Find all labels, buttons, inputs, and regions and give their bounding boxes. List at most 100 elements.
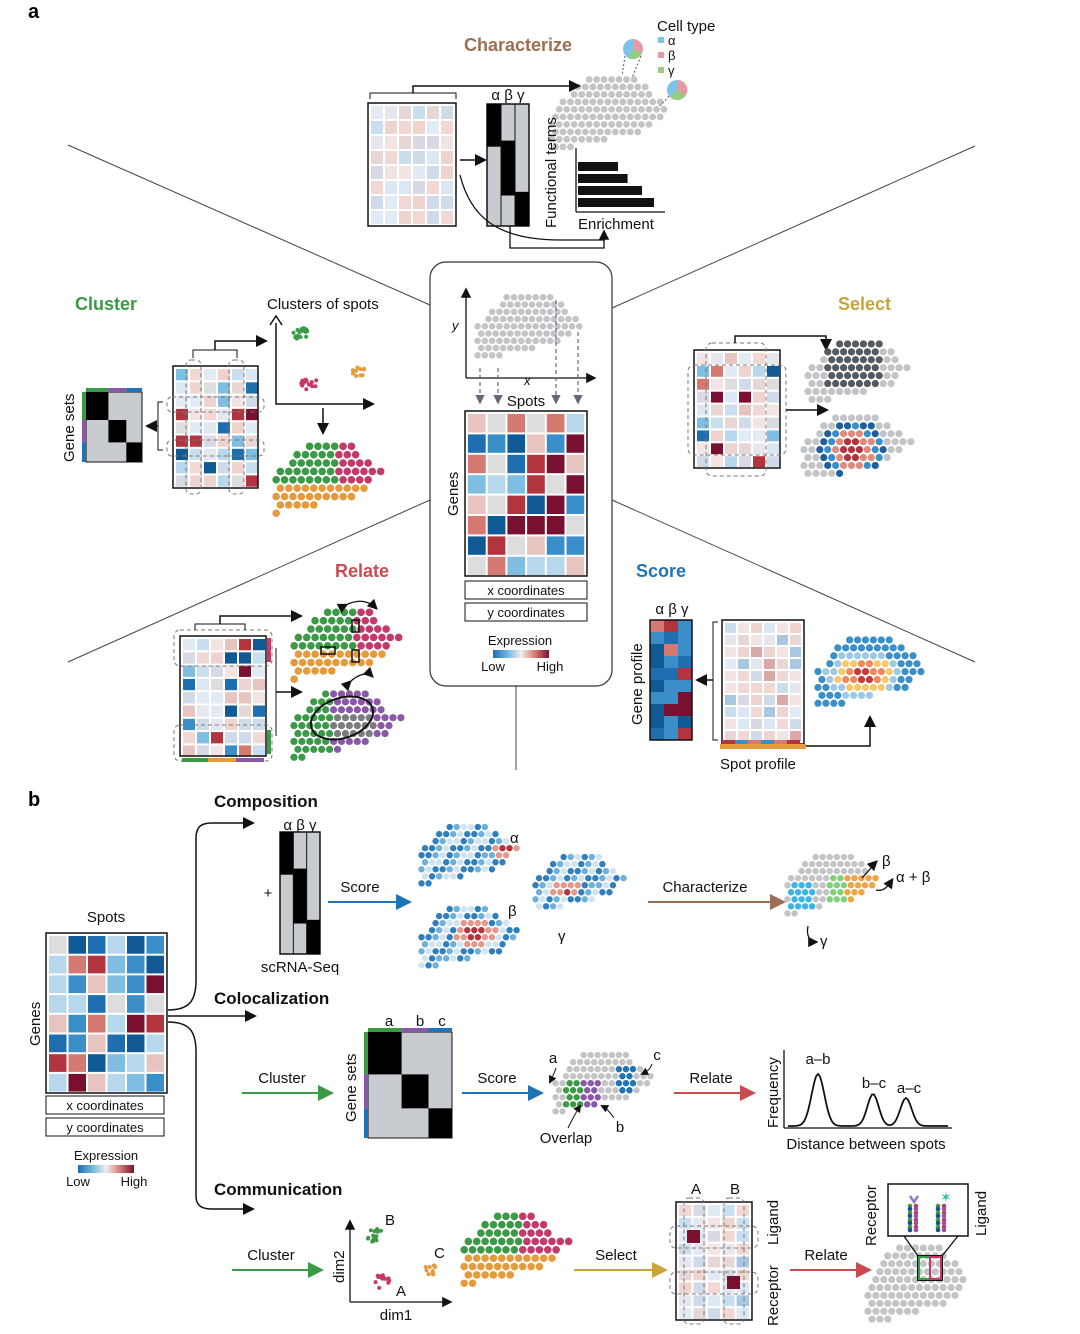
matrix-cell	[211, 652, 223, 664]
tissue-spot	[887, 348, 895, 356]
matrix-cell	[679, 1269, 692, 1281]
tissue-spot	[442, 941, 450, 948]
tissue-spot	[567, 853, 574, 861]
comp-arrow-alphabeta	[875, 877, 894, 892]
matrix-cell	[225, 652, 237, 664]
tissue-spot	[638, 120, 645, 128]
tissue-spot	[272, 476, 280, 484]
tissue-spot	[474, 948, 482, 955]
tissue-spot	[552, 143, 559, 151]
matrix-cell	[679, 1256, 692, 1268]
matrix-cell	[225, 745, 237, 757]
coloc-b-label: b	[416, 1013, 424, 1030]
tissue-spot	[812, 453, 820, 462]
tissue-spot	[364, 476, 372, 484]
tissue-spot	[919, 1291, 928, 1300]
tissue-spot	[863, 446, 871, 454]
tissue-spot	[340, 608, 349, 617]
tissue-spot	[564, 889, 571, 896]
tissue-spot	[373, 642, 382, 650]
tissue-spot	[471, 830, 478, 838]
comp-arrow-gamma	[806, 925, 819, 948]
matrix-cell	[751, 707, 762, 717]
tissue-spot	[857, 660, 866, 668]
matrix-cell	[399, 166, 411, 179]
tissue-spot	[563, 120, 571, 128]
tissue-spot	[903, 364, 911, 372]
tissue-spot	[580, 1094, 587, 1101]
tissue-spot	[425, 866, 432, 873]
tissue-spot	[442, 859, 450, 866]
tissue-spot	[428, 859, 436, 866]
tissue-spot	[305, 492, 314, 501]
tissue-spot	[867, 372, 875, 380]
tissue-spot	[306, 706, 314, 714]
matrix-cell	[527, 516, 545, 535]
tissue-spot	[820, 438, 828, 446]
tissue-spot	[893, 652, 901, 660]
enrichment-bar	[578, 162, 618, 171]
tissue-spot	[498, 1237, 506, 1246]
tissue-spot	[432, 962, 439, 969]
tissue-spot	[385, 722, 393, 730]
tissue-spot	[351, 450, 360, 459]
tissue-spot	[474, 837, 482, 845]
tissue-spot	[630, 91, 638, 98]
tissue-spot	[562, 1087, 570, 1094]
cluster-point	[358, 373, 363, 378]
tissue-spot	[301, 467, 310, 476]
matrix-cell	[183, 639, 195, 651]
matrix-cell	[753, 365, 765, 377]
matrix-cell	[678, 620, 692, 632]
tissue-spot	[812, 896, 819, 903]
cluster-matrix-frame	[172, 365, 259, 489]
matrix-cell	[204, 462, 216, 474]
tissue-spot	[615, 106, 623, 113]
matrix-cell	[507, 454, 526, 474]
tissue-spot	[935, 1291, 943, 1300]
tissue-spot	[439, 837, 446, 845]
tissue-spot	[492, 315, 500, 323]
tissue-spot	[569, 1072, 577, 1080]
tissue-spot	[863, 379, 871, 388]
tissue-spot	[549, 860, 557, 868]
tissue-spot	[488, 837, 496, 845]
tissue-spot	[833, 882, 840, 889]
matrix-cell	[253, 718, 265, 731]
tissue-spot	[302, 745, 310, 753]
matrix-cell	[764, 635, 775, 645]
matrix-cell	[218, 462, 230, 474]
matrix-cell	[722, 1295, 735, 1307]
tissue-spot	[272, 492, 280, 501]
tissue-spot	[622, 1065, 630, 1073]
tissue-spot	[446, 934, 453, 941]
tissue-spot	[844, 874, 851, 882]
tissue-spot	[585, 106, 593, 113]
tissue-spot	[506, 1271, 514, 1279]
comm-matrix-A: A	[691, 1181, 701, 1198]
b-matrix-frame	[45, 932, 168, 1094]
tissue-spot	[481, 1237, 489, 1246]
center-matrix-frame	[464, 410, 588, 577]
tissue-spot	[927, 1260, 935, 1268]
matrix-cell	[88, 975, 106, 994]
tissue-spot	[832, 430, 840, 438]
geneset-block	[428, 1108, 452, 1138]
tissue-spot	[439, 948, 446, 955]
relate-curve-arrow-2	[340, 666, 374, 692]
matrix-cell	[253, 692, 265, 704]
matrix-cell	[183, 718, 195, 731]
tissue-spot	[506, 926, 513, 934]
tissue-spot	[453, 948, 460, 955]
tissue-spot	[816, 461, 824, 470]
tissue-spot	[605, 1058, 612, 1066]
matrix-cell	[487, 475, 506, 494]
tissue-spot	[907, 1299, 916, 1307]
tissue-spot	[559, 1094, 566, 1101]
tissue-spot	[613, 874, 620, 882]
tissue-spot	[892, 1299, 900, 1307]
matrix-cell	[127, 995, 145, 1013]
tissue-spot	[394, 633, 403, 642]
tissue-spot	[556, 1237, 565, 1246]
tissue-spot	[900, 1268, 908, 1276]
